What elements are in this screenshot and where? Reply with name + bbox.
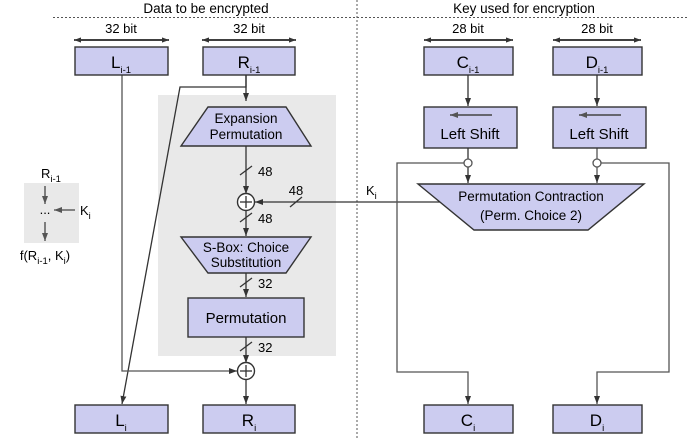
- slash-32-b: [239, 341, 253, 352]
- bit-label-c: 28 bit: [452, 21, 484, 36]
- box-d-i-label: Di: [590, 411, 604, 434]
- header-left-title: Data to be encrypted: [143, 1, 268, 16]
- wire-lprev-to-xor: [121, 75, 237, 374]
- sbox-line2: Substitution: [211, 255, 282, 270]
- box-left-shift-c[interactable]: [423, 106, 518, 149]
- legend-key-label: Ki: [80, 203, 91, 222]
- wire-label-32-b: 32: [258, 340, 272, 355]
- xor-gate-feistel: [236, 361, 256, 381]
- box-d-i[interactable]: [552, 404, 643, 434]
- box-r-i-label: Ri: [242, 411, 256, 434]
- shape-sbox-choice-substitution[interactable]: [179, 236, 313, 274]
- wire-label-48-c: 48: [258, 211, 272, 226]
- expansion-permutation-line1: Expansion: [214, 111, 277, 126]
- box-c-prev[interactable]: [423, 46, 514, 76]
- xor-gate-subkey: [236, 192, 256, 212]
- box-l-prev-label: Li-1: [111, 53, 131, 76]
- box-d-prev[interactable]: [552, 46, 643, 76]
- box-l-i-label: Li: [115, 411, 127, 434]
- box-c-i[interactable]: [423, 404, 514, 434]
- slash-48-b: [289, 196, 303, 208]
- wire-label-32-a: 32: [258, 276, 272, 291]
- slash-32-a: [239, 277, 253, 288]
- legend-output-label: f(Ri-1, Ki): [20, 248, 70, 267]
- wire-label-48-b: 48: [289, 183, 303, 198]
- perm-contraction-line2: (Perm. Choice 2): [480, 208, 582, 223]
- left-shift-c-label: Left Shift: [440, 126, 500, 143]
- box-permutation[interactable]: [187, 297, 305, 338]
- wire-rprev-to-li: [120, 75, 247, 405]
- bit-label-d: 28 bit: [581, 21, 613, 36]
- bit-label-l: 32 bit: [105, 21, 137, 36]
- wire-c-branch-to-ci: [396, 162, 471, 404]
- left-shift-d-label: Left Shift: [569, 126, 629, 143]
- box-r-prev[interactable]: [202, 46, 296, 76]
- legend-f-function: Ri-1 ... Ki f(Ri-1, Ki): [20, 166, 91, 267]
- sbox-line1: S-Box: Choice: [203, 240, 289, 255]
- bit-label-r: 32 bit: [233, 21, 265, 36]
- perm-contraction-line1: Permutation Contraction: [458, 189, 604, 204]
- junction-dot-d: [592, 158, 602, 168]
- wire-d-branch-to-di: [594, 162, 670, 404]
- legend-dots: ...: [40, 202, 51, 217]
- box-c-i-label: Ci: [461, 411, 475, 434]
- box-l-i[interactable]: [74, 404, 169, 434]
- permutation-label: Permutation: [206, 310, 287, 327]
- shape-expansion-permutation[interactable]: [179, 106, 313, 147]
- legend-input-label: Ri-1: [41, 166, 61, 185]
- slash-48-a: [239, 165, 253, 176]
- legend-panel: [24, 183, 79, 243]
- wire-label-48-a: 48: [258, 164, 272, 179]
- box-r-prev-label: Ri-1: [238, 53, 261, 76]
- header-right-title: Key used for encryption: [453, 1, 595, 16]
- slash-48-c: [239, 212, 253, 223]
- box-c-prev-label: Ci-1: [457, 53, 480, 76]
- junction-dot-c: [463, 158, 473, 168]
- shape-permutation-contraction[interactable]: [416, 183, 646, 231]
- box-d-prev-label: Di-1: [586, 53, 609, 76]
- box-l-prev[interactable]: [74, 46, 169, 76]
- expansion-permutation-line2: Permutation: [210, 127, 283, 142]
- key-label-ki: Ki: [366, 183, 377, 202]
- box-left-shift-d[interactable]: [552, 106, 647, 149]
- box-r-i[interactable]: [202, 404, 296, 434]
